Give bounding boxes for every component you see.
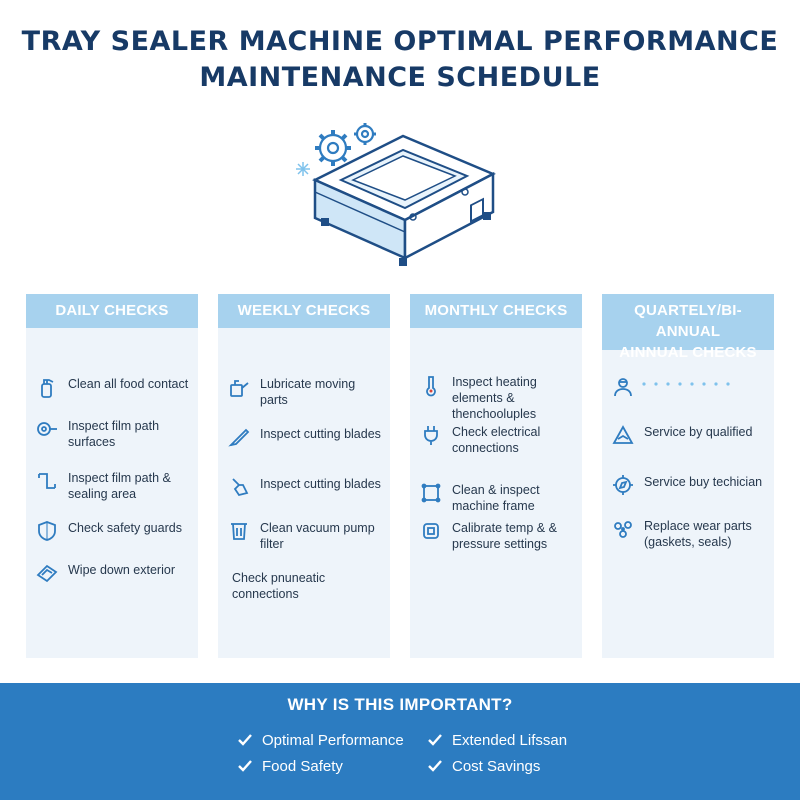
list-item: Replace wear parts (gaskets, seals) [610, 516, 770, 550]
item-text: Check pnuneatic connections [232, 571, 326, 601]
list-item: Inspect film path & sealing area [34, 468, 194, 502]
item-text: Replace wear parts (gaskets, seals) [644, 519, 752, 549]
item-text: Inspect film path & sealing area [68, 471, 171, 501]
list-item: Check safety guards [34, 518, 194, 544]
item-text: Inspect cutting blades [260, 477, 381, 491]
item-text: Calibrate temp & & pressure settings [452, 521, 557, 551]
item-text: Service by qualified [644, 425, 753, 439]
list-item: Inspect heating elements & thenchooluple… [418, 372, 578, 422]
list-item: Wipe down exterior [34, 560, 194, 586]
film-roll-icon [34, 416, 60, 442]
plug-icon [418, 422, 444, 448]
item-text: Inspect heating elements & thenchooluple… [452, 375, 537, 421]
daily-checks-header: DAILY CHECKS [26, 294, 198, 328]
item-text: Check safety guards [68, 521, 182, 535]
title-line-2: MAINTENANCE SCHEDULE [199, 62, 601, 93]
filter-icon [226, 518, 252, 544]
page-title: TRAY SEALER MACHINE OPTIMAL PERFORMANCE … [0, 24, 800, 96]
snowflake-icon [296, 162, 310, 176]
item-text: Inspect cutting blades [260, 427, 381, 441]
list-item: Inspect film path surfaces [34, 416, 194, 450]
weekly-checks-column: WEEKLY CHECKS Lubricate moving parts Ins… [218, 294, 390, 658]
quarterly-header-line-2: AINNUAL CHECKS [619, 344, 757, 361]
check-icon [428, 760, 442, 772]
quarterly-header-line-1: QUARTELY/BI-ANNUAL [634, 302, 742, 340]
item-text: Clean & inspect machine frame [452, 483, 540, 513]
benefit-text: Food Safety [262, 757, 343, 775]
list-item: Check electrical connections [418, 422, 578, 456]
benefit-item: Cost Savings [426, 757, 540, 775]
blade-holder-icon [226, 474, 252, 500]
dotted-separator [642, 382, 730, 386]
daily-checks-column: DAILY CHECKS Clean all food contact Insp… [26, 294, 198, 658]
item-text: Inspect film path surfaces [68, 419, 160, 449]
thermometer-icon [418, 372, 444, 398]
item-text: Check electrical connections [452, 425, 541, 455]
cloth-icon [34, 560, 60, 586]
tray-sealer-machine-illustration [296, 123, 496, 266]
list-item: Clean all food contact [34, 374, 194, 400]
check-icon [238, 760, 252, 772]
list-item: Clean vacuum pump filter [226, 518, 386, 552]
list-item: Service by qualified [610, 422, 770, 448]
monthly-checks-header: MONTHLY CHECKS [410, 294, 582, 328]
item-text: Wipe down exterior [68, 563, 175, 577]
spray-bottle-icon [34, 374, 60, 400]
gear-icon [315, 123, 376, 166]
warning-triangle-icon [610, 422, 636, 448]
benefit-item: Optimal Performance [236, 731, 404, 749]
item-text: Lubricate moving parts [260, 377, 356, 407]
list-item: Inspect cutting blades [226, 424, 386, 450]
item-text: Service buy techician [644, 475, 763, 489]
film-path-icon [34, 468, 60, 494]
quarterly-checks-column: QUARTELY/BI-ANNUAL AINNUAL CHECKS Servic… [602, 294, 774, 658]
technician-icon [610, 374, 636, 400]
check-icon [238, 734, 252, 746]
shield-icon [34, 518, 60, 544]
list-item: Lubricate moving parts [226, 374, 386, 408]
benefit-text: Optimal Performance [262, 731, 404, 749]
check-icon [428, 734, 442, 746]
monthly-checks-column: MONTHLY CHECKS Inspect heating elements … [410, 294, 582, 658]
weekly-checks-header: WEEKLY CHECKS [218, 294, 390, 328]
footer-banner: WHY IS THIS IMPORTANT? Optimal Performan… [0, 683, 800, 800]
quarterly-checks-header: QUARTELY/BI-ANNUAL AINNUAL CHECKS [602, 294, 774, 361]
compass-icon [610, 472, 636, 498]
benefit-item: Food Safety [236, 757, 343, 775]
list-item: Check pnuneatic connections [232, 568, 392, 602]
list-item: Calibrate temp & & pressure settings [418, 518, 578, 552]
list-item: Inspect cutting blades [226, 474, 386, 500]
list-item [610, 374, 770, 400]
benefit-text: Extended Lifssan [452, 731, 568, 749]
item-text: Clean all food contact [68, 377, 189, 391]
list-item: Clean & inspect machine frame [418, 480, 578, 514]
parts-icon [610, 516, 636, 542]
item-text: Clean vacuum pump filter [260, 521, 375, 551]
frame-icon [418, 480, 444, 506]
footer-title: WHY IS THIS IMPORTANT? [287, 695, 513, 714]
benefit-text: Cost Savings [452, 757, 541, 775]
chip-icon [418, 518, 444, 544]
title-line-1: TRAY SEALER MACHINE OPTIMAL PERFORMANCE [21, 26, 779, 57]
list-item: Service buy techician [610, 472, 770, 498]
oil-can-icon [226, 374, 252, 400]
benefit-item: Extended Lifssan [426, 731, 567, 749]
blade-icon [226, 424, 252, 450]
